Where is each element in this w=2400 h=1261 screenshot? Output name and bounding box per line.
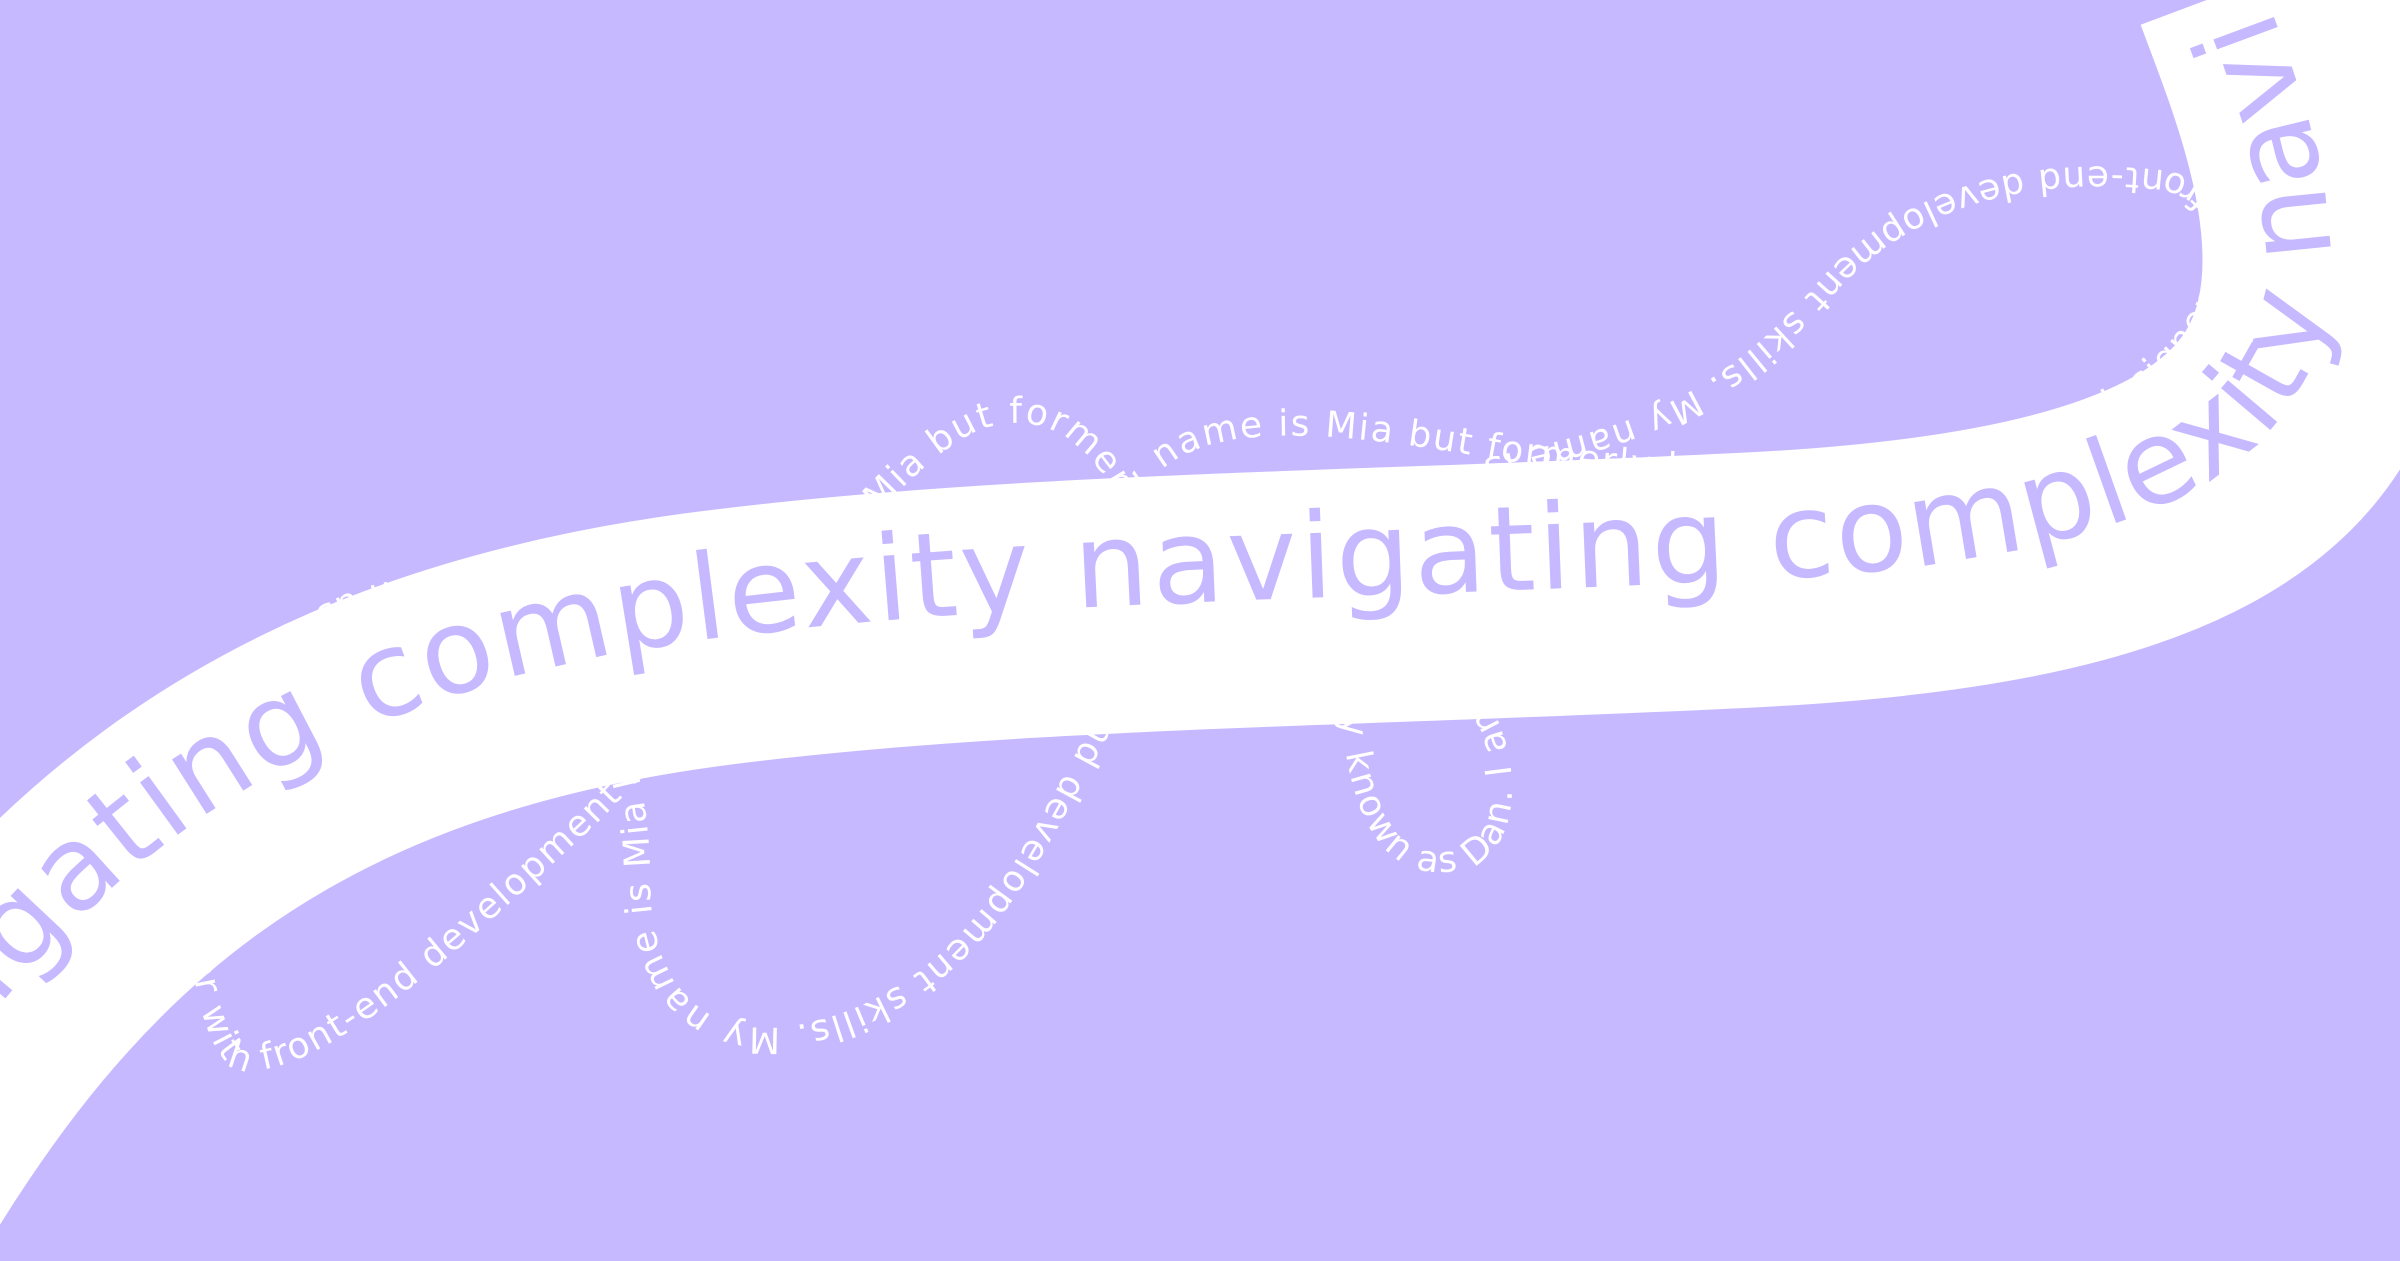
hero-graphic: My name is Mia but formerly known as Dan… xyxy=(0,0,2400,1261)
